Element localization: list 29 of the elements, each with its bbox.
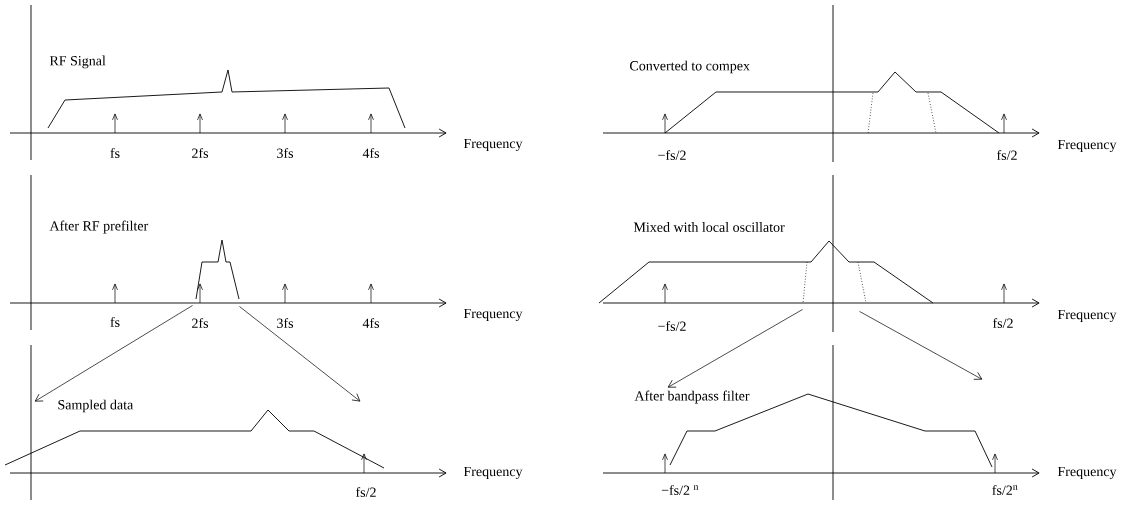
tick-label: fs/2	[996, 150, 1017, 160]
axis-label: Frequency	[1057, 139, 1117, 153]
spectrum-curve	[598, 240, 934, 304]
tick-label: −fs/2	[658, 321, 686, 331]
axis-label: Frequency	[463, 138, 523, 152]
arrow	[667, 309, 803, 388]
panel-title: Sampled data	[58, 399, 134, 413]
arrow	[859, 311, 983, 380]
arrow	[34, 305, 193, 402]
panel-title: RF Signal	[49, 55, 106, 69]
tick-label: 4fs	[362, 148, 380, 158]
tick-label: −fs/2	[658, 150, 686, 160]
tick-label: 3fs	[277, 318, 294, 328]
tick-label: 2fs	[192, 318, 209, 328]
axis-label: Frequency	[463, 466, 523, 480]
axis-label: Frequency	[463, 308, 523, 322]
arrow	[239, 306, 361, 402]
tick-label: 3fs	[277, 148, 294, 158]
tick-label: fs	[110, 317, 120, 327]
tick-label: fs	[110, 148, 120, 158]
panel-title: After bandpass filter	[634, 390, 750, 404]
panel-title: Converted to compex	[630, 60, 750, 74]
tick-label: 4fs	[362, 318, 380, 328]
tick-label: 2fs	[192, 148, 209, 158]
spectrum-curve	[195, 239, 240, 300]
axis-label: Frequency	[1057, 466, 1117, 480]
axis-label: Frequency	[1057, 309, 1117, 323]
tick-label: fs/2$^{n}$	[992, 485, 1018, 495]
tick-label: fs/2	[992, 318, 1013, 328]
